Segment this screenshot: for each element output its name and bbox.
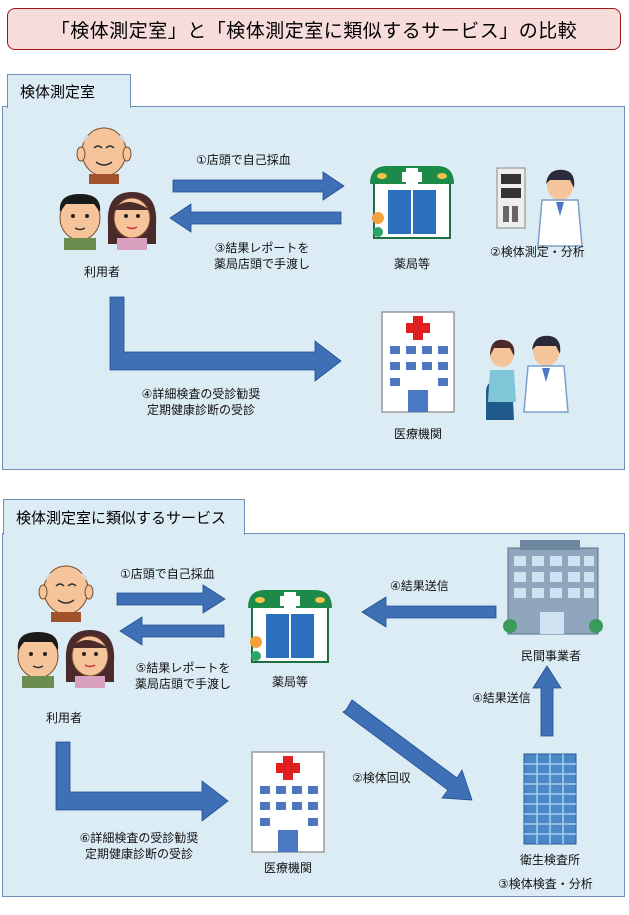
step1-label: ①店頭で自己採血 [196,153,291,167]
step2-label: ②検体測定・分析 [490,245,585,259]
pharmacy-icon [369,165,455,239]
man-icon [17,631,59,689]
pharmacy-icon [247,589,333,663]
users-label: 利用者 [45,711,82,725]
step2-label: ②検体回収 [352,771,411,785]
arrow-step4 [109,296,342,382]
technician-icon [537,169,583,247]
analyzer-icon [496,167,526,229]
arrow-step1 [116,584,226,614]
step5-label: ⑤結果レポートを薬局店頭で手渡し [134,661,231,691]
arrow-step4b [532,665,562,737]
arrow-step3 [169,203,342,233]
hospital-label: 医療機関 [263,861,312,875]
users-label: 利用者 [83,265,120,279]
arrow-step2 [342,699,473,801]
arrow-step5 [119,616,225,646]
section2-tab: 検体測定室に類似するサービス [3,499,245,535]
arrow-step1 [172,171,345,201]
page-title: 「検体測定室」と「検体測定室に類似するサービス」の比較 [7,8,621,50]
step4b-label: ④結果送信 [472,691,531,705]
man-icon [59,193,101,251]
hospital-label: 医療機関 [393,427,442,441]
arrow-step6 [55,741,229,822]
lab-label: 衛生検査所 [519,853,580,867]
section1-tab: 検体測定室 [7,74,131,108]
elder-icon [76,127,132,185]
company-building-icon [503,540,603,635]
step4a-label: ④結果送信 [390,579,449,593]
lab-building-icon [523,753,577,845]
pharmacy-label: 薬局等 [271,675,308,689]
elder-icon [38,565,94,623]
woman-icon [107,191,157,251]
consultation-icon [486,335,569,420]
step3-label: ③検体検査・分析 [498,877,593,891]
step4-label: ④詳細検査の受診勧奨定期健康診断の受診 [141,387,261,417]
hospital-icon [381,311,455,413]
step1-label: ①店頭で自己採血 [120,567,215,581]
step3-label: ③結果レポートを薬局店頭で手渡し [213,241,310,271]
woman-icon [65,629,115,689]
pharmacy-label: 薬局等 [393,257,430,271]
hospital-icon [251,751,325,853]
step6-label: ⑥詳細検査の受診勧奨定期健康診断の受診 [79,831,199,861]
arrow-step4a [361,596,497,628]
company-label: 民間事業者 [520,649,581,663]
